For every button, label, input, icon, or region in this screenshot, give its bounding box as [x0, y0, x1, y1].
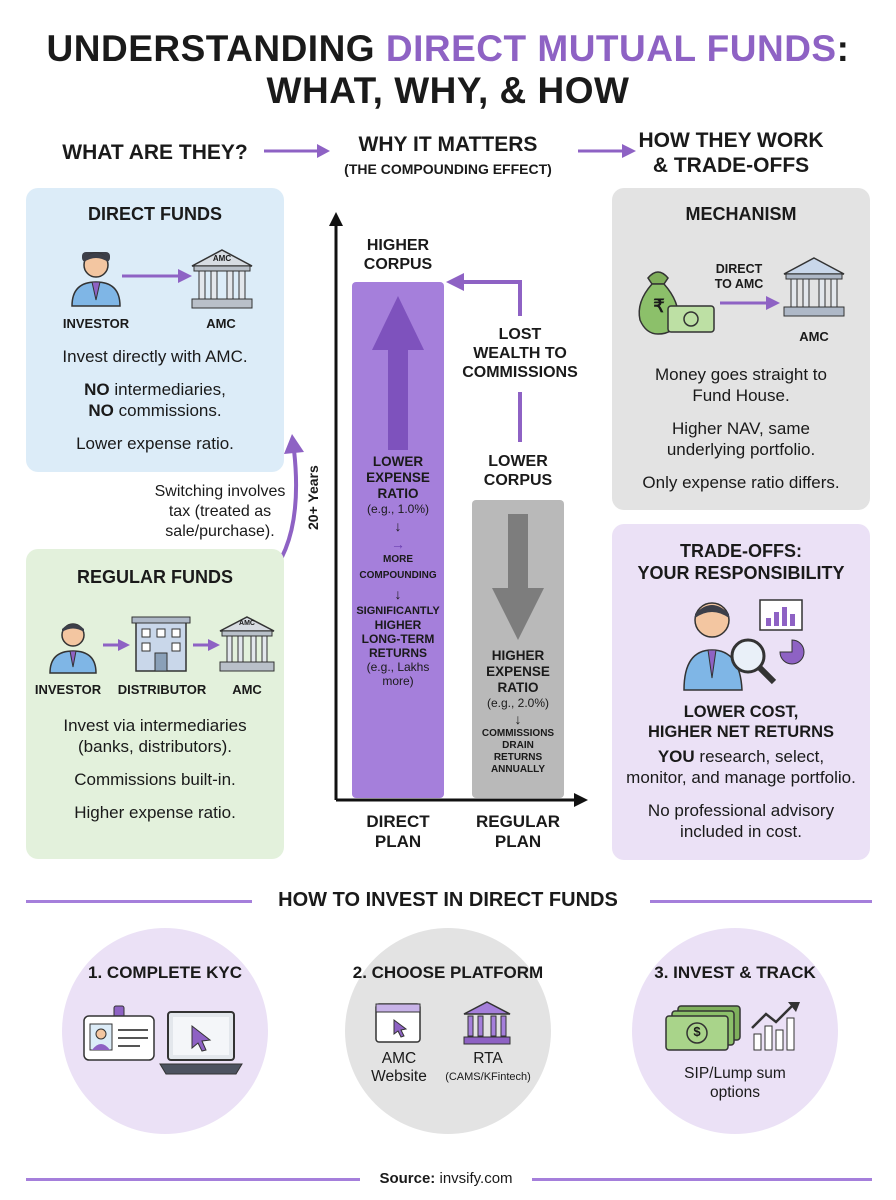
lost-wealth-label: LOST WEALTH TO COMMISSIONS: [462, 326, 578, 381]
column-heading-how: HOW THEY WORK & TRADE-OFFS: [638, 129, 824, 177]
how-to-heading: HOW TO INVEST IN DIRECT FUNDS: [278, 889, 618, 911]
regular-funds-description: Invest via intermediaries (banks, distri…: [63, 716, 247, 822]
id-card-icon: [83, 1005, 155, 1061]
amc-building-icon: AMC: [190, 248, 254, 310]
step-1-title: 1. COMPLETE KYC: [88, 963, 242, 982]
switching-tax-note: Switching involves tax (treated as sale/…: [154, 483, 286, 540]
rta-building-icon: [463, 1001, 511, 1045]
tradeoffs-benefit: LOWER COST, HIGHER NET RETURNS: [647, 703, 835, 741]
regular-funds-panel: REGULAR FUNDS AMC INVESTO: [26, 549, 284, 859]
direct-funds-heading: DIRECT FUNDS: [88, 204, 222, 224]
cash-stack-icon: $: [664, 1004, 744, 1054]
tradeoffs-heading: TRADE-OFFS: YOUR RESPONSIBILITY: [637, 541, 845, 583]
x-label-regular-plan: REGULAR PLAN: [475, 812, 561, 851]
direct-to-amc-label: DIRECT TO AMC: [714, 262, 764, 291]
header-arrow-2: [578, 144, 636, 158]
money-bag-icon: ₹: [634, 258, 718, 338]
tradeoffs-description: YOU research, select, monitor, and manag…: [626, 747, 856, 841]
analyst-magnifier-icon: [683, 599, 805, 691]
sip-lumpsum-label: SIP/Lump sum options: [684, 1065, 786, 1101]
footer-divider-left: [26, 1178, 360, 1181]
direct-bar-up-arrow: [372, 296, 424, 450]
direct-flow-arrow: [122, 269, 192, 283]
y-axis-label: 20+ Years: [305, 465, 321, 530]
direct-funds-description: Invest directly with AMC. NO intermediar…: [62, 347, 248, 453]
column-heading-why: WHY IT MATTERS (THE COMPOUNDING EFFECT): [344, 133, 552, 177]
mechanism-panel: MECHANISM ₹ DIRECT TO AMC AMC Money goes…: [612, 188, 870, 510]
step-3-title: 3. INVEST & TRACK: [654, 963, 816, 982]
regular-top-label: LOWER CORPUS: [483, 453, 553, 489]
regular-flow-arrow-1: [103, 639, 130, 651]
step-2-title: 2. CHOOSE PLATFORM: [352, 963, 544, 982]
header-arrow-1: [264, 144, 330, 158]
mechanism-heading: MECHANISM: [685, 204, 797, 224]
amc-building-icon: AMC: [218, 615, 276, 673]
section-divider-right: [650, 900, 872, 903]
tradeoffs-panel: TRADE-OFFS: YOUR RESPONSIBILITY LOWER CO…: [612, 524, 870, 860]
direct-expense-ratio-note: LOWER EXPENSE RATIO (e.g., 1.0%) ↓ → MOR…: [356, 454, 440, 688]
x-label-direct-plan: DIRECT PLAN: [366, 812, 430, 851]
regular-bar-down-arrow: [492, 514, 544, 640]
amc-building-icon: [783, 257, 845, 317]
regular-expense-ratio-note: HIGHER EXPENSE RATIO (e.g., 2.0%) ↓ COMM…: [481, 648, 555, 775]
investor-icon: [71, 252, 121, 307]
page-title: UNDERSTANDING DIRECT MUTUAL FUNDS: WHAT,…: [46, 28, 850, 111]
mechanism-description: Money goes straight to Fund House. Highe…: [642, 365, 840, 492]
regular-flow-arrow-2: [193, 639, 220, 651]
growth-chart-icon: [751, 1002, 800, 1051]
column-heading-what: WHAT ARE THEY?: [62, 141, 248, 164]
regular-distributor-label: DISTRIBUTOR: [117, 682, 207, 697]
direct-funds-panel: DIRECT FUNDS INVESTOR AMC AMC Invest dir…: [26, 188, 284, 472]
investor-icon: [49, 623, 97, 674]
direct-amc-label: AMC: [206, 316, 236, 331]
regular-investor-label: INVESTOR: [34, 682, 102, 697]
rta-label: RTA (CAMS/KFintech): [445, 1050, 531, 1083]
distributor-building-icon: [131, 616, 191, 672]
footer-divider-right: [532, 1178, 872, 1181]
section-divider-left: [26, 900, 252, 903]
source-credit: Source: invsify.com: [379, 1170, 513, 1187]
compounding-chart-axes: [329, 212, 588, 807]
amc-website-label: AMC Website: [371, 1050, 427, 1085]
regular-amc-label: AMC: [232, 682, 262, 697]
mechanism-amc-label: AMC: [799, 329, 829, 344]
regular-funds-heading: REGULAR FUNDS: [77, 567, 233, 587]
lost-wealth-arrow: [446, 273, 522, 442]
direct-to-amc-arrow: [720, 296, 780, 310]
website-browser-icon: [375, 1003, 421, 1043]
direct-top-label: HIGHER CORPUS: [363, 237, 433, 273]
direct-investor-label: INVESTOR: [62, 316, 130, 331]
laptop-cursor-icon: [159, 1011, 243, 1075]
